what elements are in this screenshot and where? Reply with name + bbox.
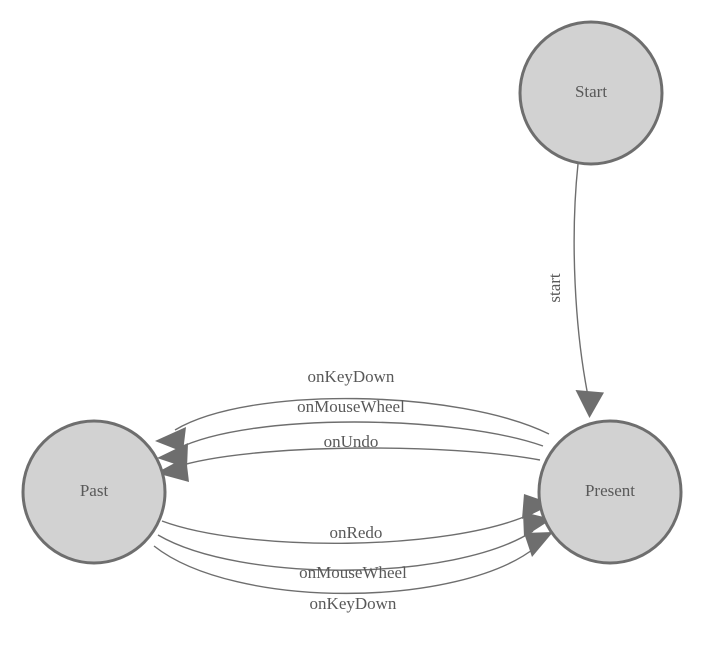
edge-start-to-present-path — [573, 163, 589, 397]
node-past-label: Past — [80, 481, 109, 500]
edge-present-to-past-onundo[interactable]: onUndo — [156, 432, 541, 482]
node-present-circle — [537, 419, 683, 565]
node-start[interactable]: Start — [518, 20, 664, 166]
arrowhead-into-past-3 — [156, 457, 189, 482]
edge-present-to-past-onkeydown[interactable]: onKeyDown — [155, 367, 550, 452]
edge-past-to-present-onredo[interactable]: onRedo — [161, 494, 553, 544]
node-start-label: Start — [575, 82, 607, 101]
edge-label-start: start — [545, 273, 564, 303]
edge-present-to-past-onmousewheel-path — [176, 421, 544, 450]
edge-label-past-present-onmousewheel: onMouseWheel — [299, 563, 407, 582]
edge-label-present-past-onkeydown: onKeyDown — [308, 367, 395, 386]
node-past-circle — [21, 419, 167, 565]
edge-label-past-present-onredo: onRedo — [330, 523, 383, 542]
arrowhead-into-present-1 — [522, 494, 553, 519]
edge-present-to-past-onundo-path — [175, 447, 541, 468]
edge-past-to-present-onmousewheel-path — [157, 530, 534, 571]
arrowhead-into-past-1 — [155, 427, 186, 452]
node-start-circle — [518, 20, 664, 166]
edge-label-present-past-onundo: onUndo — [324, 432, 379, 451]
edge-label-past-present-onkeydown: onKeyDown — [310, 594, 397, 613]
edge-past-to-present-onkeydown[interactable]: onKeyDown — [153, 532, 553, 613]
arrowhead-into-present-top — [575, 390, 604, 418]
node-present-label: Present — [585, 481, 635, 500]
edge-label-present-past-onmousewheel: onMouseWheel — [297, 397, 405, 416]
edge-present-to-past-onkeydown-path — [174, 397, 550, 435]
edge-past-to-present-onkeydown-path — [153, 545, 537, 594]
edge-past-to-present-onredo-path — [161, 512, 534, 544]
node-present[interactable]: Present — [537, 419, 683, 565]
arrowhead-into-present-3 — [524, 532, 553, 557]
node-past[interactable]: Past — [21, 419, 167, 565]
edge-start-to-present[interactable]: start — [545, 163, 604, 418]
